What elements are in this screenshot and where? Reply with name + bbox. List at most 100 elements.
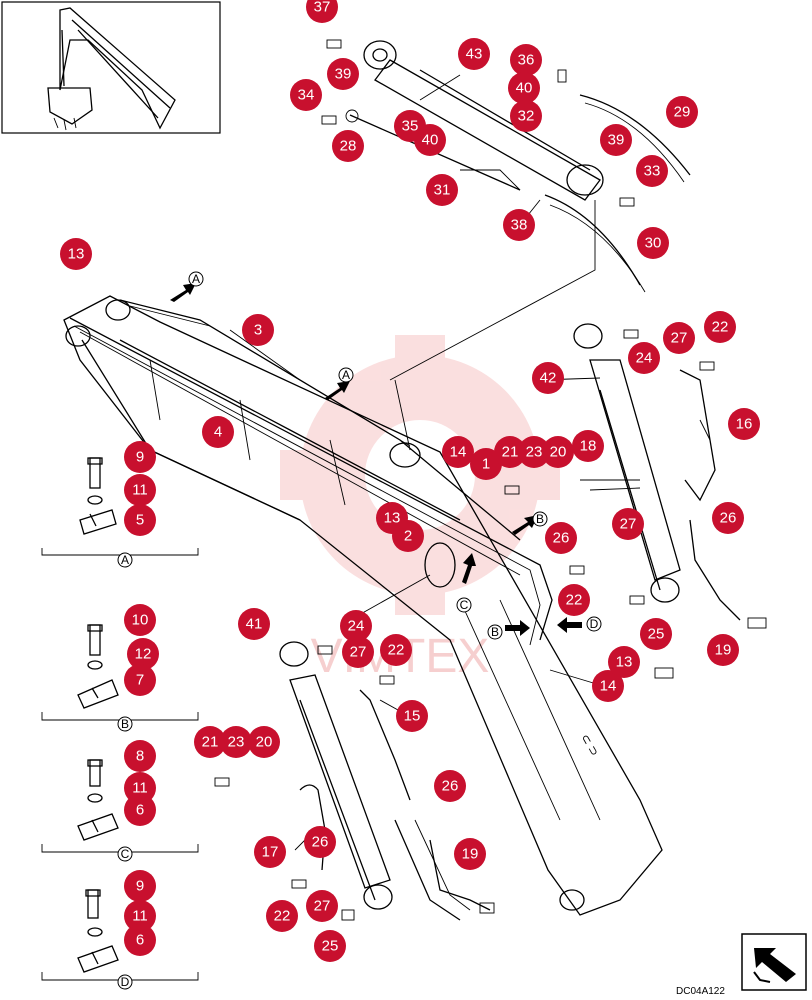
- callout-10[interactable]: 10: [124, 604, 156, 636]
- callout-17[interactable]: 17: [254, 836, 286, 868]
- callout-19[interactable]: 19: [707, 634, 739, 666]
- callout-5[interactable]: 5: [124, 504, 156, 536]
- callout-11c[interactable]: 11: [124, 900, 156, 932]
- callout-22c[interactable]: 22: [380, 634, 412, 666]
- callout-26c[interactable]: 26: [434, 770, 466, 802]
- callout-11b[interactable]: 11: [124, 772, 156, 804]
- callout-33[interactable]: 33: [636, 155, 668, 187]
- callout-26b[interactable]: 26: [712, 502, 744, 534]
- callout-37[interactable]: 37: [306, 0, 338, 23]
- callout-24[interactable]: 24: [628, 342, 660, 374]
- callout-34[interactable]: 34: [290, 79, 322, 111]
- callout-42[interactable]: 42: [532, 362, 564, 394]
- callout-25[interactable]: 25: [640, 618, 672, 650]
- callout-13c[interactable]: 13: [608, 646, 640, 678]
- callout-11[interactable]: 11: [124, 474, 156, 506]
- callout-25b[interactable]: 25: [314, 930, 346, 962]
- callout-3[interactable]: 3: [242, 314, 274, 346]
- navigation-arrow-icon[interactable]: [741, 933, 807, 991]
- detail-view-d: D: [41, 889, 199, 990]
- callout-22d[interactable]: 22: [266, 900, 298, 932]
- callout-27d[interactable]: 27: [306, 890, 338, 922]
- callout-26d[interactable]: 26: [304, 826, 336, 858]
- callout-23b[interactable]: 23: [220, 726, 252, 758]
- callout-1[interactable]: 1: [470, 448, 502, 480]
- callout-39b[interactable]: 39: [600, 124, 632, 156]
- fittings: [214, 39, 767, 921]
- detail-view-c: C: [41, 759, 199, 862]
- svg-text:7: 7: [136, 672, 144, 689]
- arm-cylinder-42: [573, 323, 741, 621]
- svg-text:41: 41: [246, 616, 263, 633]
- detail-label-b: B: [121, 717, 129, 731]
- callout-27[interactable]: 27: [663, 322, 695, 354]
- svg-text:21: 21: [502, 444, 519, 461]
- leader-lines: [229, 74, 711, 851]
- svg-text:19: 19: [715, 642, 732, 659]
- svg-text:24: 24: [636, 350, 653, 367]
- callout-40[interactable]: 40: [508, 72, 540, 104]
- callout-18[interactable]: 18: [572, 430, 604, 462]
- callout-20[interactable]: 20: [542, 436, 574, 468]
- svg-text:35: 35: [402, 118, 419, 135]
- callout-30[interactable]: 30: [637, 227, 669, 259]
- svg-text:⊂ ⊃: ⊂ ⊃: [578, 731, 602, 758]
- arrow-labels: A A B C B D: [188, 271, 602, 640]
- callout-20b[interactable]: 20: [248, 726, 280, 758]
- arrow-label-a: A: [192, 272, 200, 286]
- callout-24b[interactable]: 24: [340, 610, 372, 642]
- svg-text:40: 40: [422, 132, 439, 149]
- callout-22b[interactable]: 22: [558, 584, 590, 616]
- callout-22[interactable]: 22: [704, 311, 736, 343]
- callout-21[interactable]: 21: [494, 436, 526, 468]
- callout-4[interactable]: 4: [202, 416, 234, 448]
- svg-text:21: 21: [202, 734, 219, 751]
- svg-text:26: 26: [720, 510, 737, 527]
- callout-31[interactable]: 31: [426, 174, 458, 206]
- callout-7[interactable]: 7: [124, 664, 156, 696]
- callout-9b[interactable]: 9: [124, 870, 156, 902]
- svg-text:14: 14: [600, 678, 617, 695]
- svg-text:38: 38: [511, 217, 528, 234]
- callout-36[interactable]: 36: [510, 44, 542, 76]
- callout-8[interactable]: 8: [124, 740, 156, 772]
- svg-text:26: 26: [312, 834, 329, 851]
- svg-text:8: 8: [136, 748, 144, 765]
- callout-32[interactable]: 32: [510, 100, 542, 132]
- callout-40b[interactable]: 40: [414, 124, 446, 156]
- detail-view-a: A: [41, 457, 199, 568]
- svg-text:23: 23: [526, 444, 543, 461]
- callout-21b[interactable]: 21: [194, 726, 226, 758]
- document-id: DC04A122: [676, 986, 725, 997]
- svg-text:40: 40: [516, 80, 533, 97]
- callout-41[interactable]: 41: [238, 608, 270, 640]
- callout-27c[interactable]: 27: [342, 636, 374, 668]
- svg-text:19: 19: [462, 846, 479, 863]
- svg-text:43: 43: [466, 46, 483, 63]
- callout-16[interactable]: 16: [728, 408, 760, 440]
- svg-text:6: 6: [136, 932, 144, 949]
- detail-label-a: A: [121, 553, 129, 567]
- callout-13[interactable]: 13: [60, 238, 92, 270]
- callout-6b[interactable]: 6: [124, 924, 156, 956]
- callout-19b[interactable]: 19: [454, 838, 486, 870]
- callout-27b[interactable]: 27: [612, 508, 644, 540]
- detail-view-b: B: [41, 624, 199, 732]
- callout-15[interactable]: 15: [396, 700, 428, 732]
- callout-14[interactable]: 14: [442, 436, 474, 468]
- callout-6[interactable]: 6: [124, 794, 156, 826]
- callout-14b[interactable]: 14: [592, 670, 624, 702]
- callout-12[interactable]: 12: [127, 638, 159, 670]
- callout-23[interactable]: 23: [518, 436, 550, 468]
- svg-text:22: 22: [566, 592, 583, 609]
- callout-28[interactable]: 28: [332, 130, 364, 162]
- watermark-gear-icon: [280, 335, 560, 615]
- callout-39[interactable]: 39: [327, 58, 359, 90]
- svg-text:11: 11: [132, 482, 148, 499]
- callout-2[interactable]: 2: [392, 520, 424, 552]
- callout-38[interactable]: 38: [503, 209, 535, 241]
- callout-43[interactable]: 43: [458, 38, 490, 70]
- callout-9[interactable]: 9: [124, 441, 156, 473]
- callout-29[interactable]: 29: [666, 96, 698, 128]
- callout-26[interactable]: 26: [545, 522, 577, 554]
